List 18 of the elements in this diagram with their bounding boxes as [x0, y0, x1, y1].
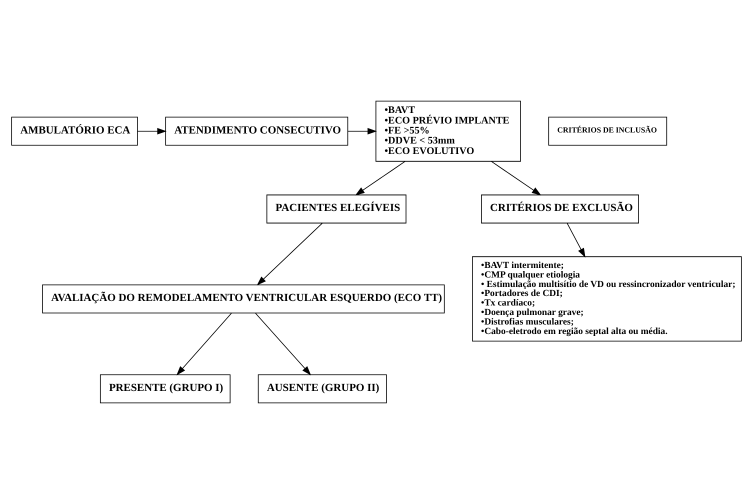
- node-box: AMBULATÓRIO ECA: [11, 116, 138, 146]
- arrow: [566, 222, 586, 258]
- arrow: [176, 312, 232, 376]
- arrow: [137, 128, 167, 134]
- node-box: ATENDIMENTO CONSECUTIVO: [165, 116, 348, 146]
- arrow: [348, 128, 377, 134]
- arrow: [255, 312, 312, 376]
- node-box: •BAVT •ECO PRÉVIO IMPLANTE •FE >55% •DDVE < 53mm •ECO EVOLUTIVO: [376, 100, 521, 162]
- arrow: [491, 161, 542, 196]
- node-box: PRESENTE (GRUPO I): [100, 374, 230, 404]
- node-box: PACIENTES ELEGÍVEIS: [266, 194, 406, 224]
- node-box: CRITÉRIOS DE EXCLUSÃO: [481, 194, 639, 224]
- arrow: [355, 161, 406, 196]
- node-box: CRITÉRIOS DE INCLUSÃO: [548, 116, 668, 146]
- node-box: AVALIAÇÃO DO REMODELAMENTO VENTRICULAR ESQUERDO (ECO TT): [42, 284, 445, 314]
- arrow: [256, 222, 323, 286]
- node-box: AUSENTE (GRUPO II): [258, 374, 387, 404]
- node-box: •BAVT intermitente; •CMP qualquer etiologia • Estimulação multisítio de VD ou ressincronizador ventricular; •Portadores de CDI; •Tx cardíaco; •Doença pulmonar grave; •Distrofias musculares; •Cabo-eletrodo em região septal alta ou média.: [472, 256, 742, 342]
